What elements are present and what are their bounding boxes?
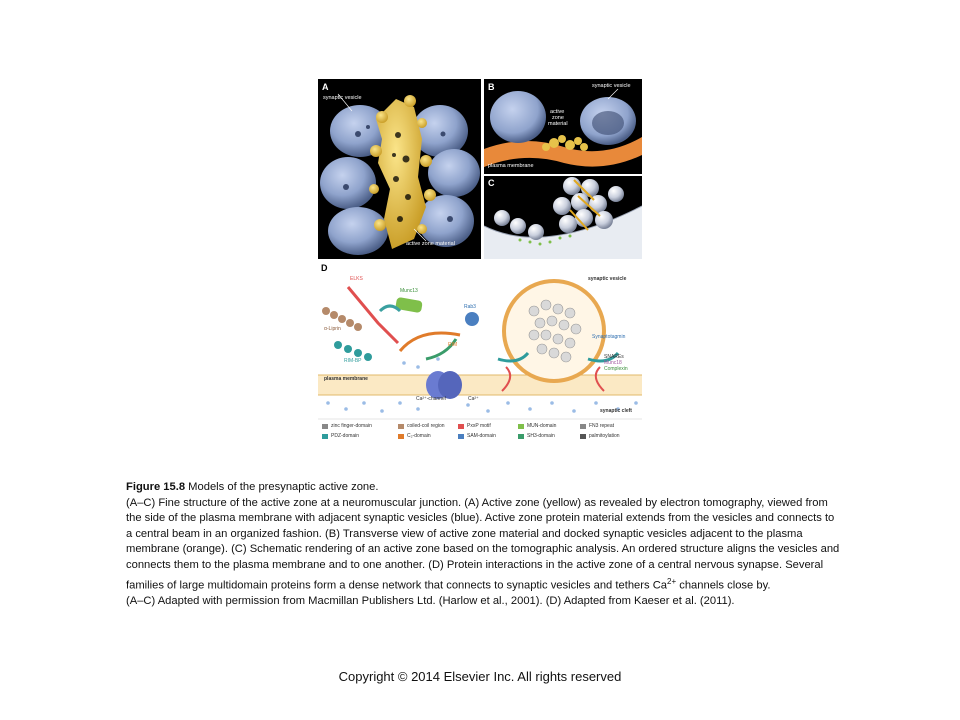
panel-b-zone-label: zone: [552, 115, 564, 121]
panel-d-protein-diagram: [318, 279, 642, 439]
panel-b-tomography-image: [484, 88, 642, 167]
panel-c-schematic-image: [484, 177, 642, 259]
legend-item: SH3-domain: [527, 433, 555, 439]
panel-d-snares-label: SNAREs: [604, 354, 624, 360]
legend-item: palmitoylation: [589, 433, 620, 439]
panel-b-active-label: active: [550, 109, 565, 115]
panel-b: B synaptic vesicle active zone material …: [484, 79, 642, 174]
panel-d-rim-label: RIM: [448, 342, 458, 348]
panel-d-munc13-label: Munc13: [400, 288, 418, 294]
caption-credits: (A–C) Adapted with permission from Macmi…: [126, 594, 735, 607]
panel-d-synaptic-cleft-label: synaptic cleft: [600, 408, 632, 414]
panel-d-rab3-label: Rab3: [464, 304, 476, 310]
legend-item: FN3 repeat: [589, 423, 615, 429]
figure-number: Figure 15.8: [126, 481, 186, 493]
panel-a-tomography-image: [320, 93, 480, 255]
caption-body: (A–C) Fine structure of the active zone …: [126, 496, 841, 594]
panel-a-letter: A: [322, 82, 329, 92]
panel-d-plasma-membrane-label: plasma membrane: [324, 376, 368, 382]
caption-body-text: (A–C) Fine structure of the active zone …: [126, 496, 840, 592]
legend-item: SAM-domain: [467, 433, 496, 439]
legend-item: zinc finger-domain: [331, 423, 372, 429]
panel-d-complexin-label: Complexin: [604, 366, 628, 372]
panel-d-ca-ion-label: Ca²⁺: [468, 396, 479, 402]
figure-15-8: A synaptic vesicle active zone material: [318, 79, 642, 444]
caption-heading: Figure 15.8 Models of the presynaptic ac…: [126, 480, 841, 496]
panel-b-material-label: material: [548, 121, 568, 127]
panel-d: D synaptic vesicle ELKS Munc13 Rab3 α-Li…: [318, 263, 642, 444]
figure-caption: Figure 15.8 Models of the presynaptic ac…: [126, 480, 841, 609]
caption-superscript: 2+: [667, 576, 677, 586]
panel-c-letter: C: [488, 178, 495, 188]
legend-item: MUN-domain: [527, 423, 557, 429]
panel-d-vesicle-label: synaptic vesicle: [588, 276, 627, 282]
panel-a-vesicle-label: synaptic vesicle: [323, 95, 362, 101]
panel-a-active-zone-label: active zone material: [406, 241, 455, 247]
panel-b-vesicle-label: synaptic vesicle: [592, 83, 631, 89]
legend-item: PDZ-domain: [331, 433, 360, 439]
caption-body-end: channels close by.: [676, 579, 771, 592]
copyright-notice: Copyright © 2014 Elsevier Inc. All right…: [338, 669, 622, 684]
panel-d-munc18-label: Munc18: [604, 360, 622, 366]
panel-a: A synaptic vesicle active zone material: [318, 79, 481, 259]
panel-d-ca-channel-label: Ca²⁺-channel: [416, 396, 446, 402]
legend-item: PxxP motif: [467, 423, 491, 429]
panel-d-synaptotagmin-label: Synaptotagmin: [592, 334, 626, 340]
legend-item: C₂-domain: [407, 433, 431, 439]
panel-d-liprin-label: α-Liprin: [324, 326, 341, 332]
panel-c: C: [484, 176, 642, 259]
panel-d-rim-bp-label: RIM-BP: [344, 358, 362, 364]
panel-b-letter: B: [488, 82, 495, 92]
panel-b-membrane-label: plasma membrane: [488, 163, 534, 169]
panel-d-elks-label: ELKS: [350, 276, 363, 282]
panel-d-letter: D: [321, 263, 328, 273]
figure-title: Models of the presynaptic active zone.: [185, 481, 379, 493]
legend-item: coiled-coil region: [407, 423, 445, 429]
